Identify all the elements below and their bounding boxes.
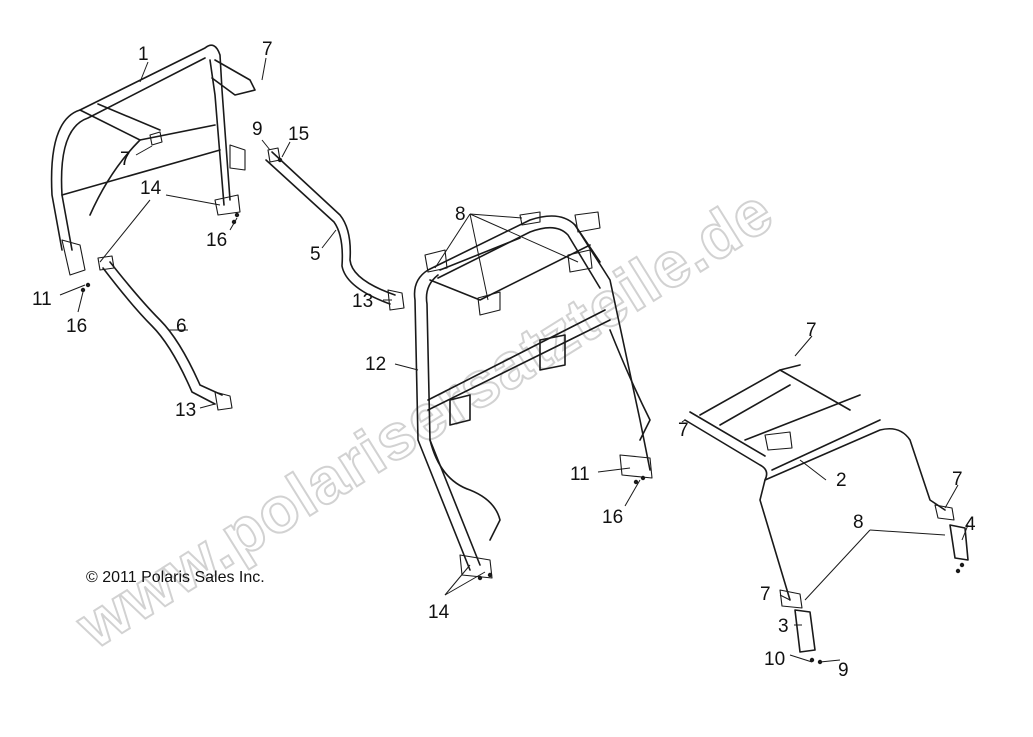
callout-3: 3 [778, 616, 789, 637]
callout-12: 12 [365, 354, 386, 375]
callout-7: 7 [952, 469, 963, 490]
callout-11: 11 [32, 289, 52, 310]
rear-cage-part-1 [50, 44, 256, 276]
callout-8: 8 [455, 204, 466, 225]
bar-part-5 [265, 147, 405, 311]
callout-7: 7 [678, 420, 689, 441]
callout-7: 7 [760, 584, 771, 605]
callout-4: 4 [965, 514, 976, 535]
callout-13: 13 [352, 291, 373, 312]
hardware-fasteners [80, 157, 965, 665]
callout-11: 11 [570, 464, 590, 485]
bracket-part-4 [949, 524, 969, 561]
callout-13: 13 [175, 400, 196, 421]
cage-section-part-2 [684, 364, 955, 609]
callout-7: 7 [806, 320, 817, 341]
callouts: 1 7 7 14 16 11 16 6 13 9 15 5 13 12 8 11… [32, 39, 976, 681]
callout-15: 15 [288, 124, 309, 145]
front-cage-part-12 [413, 211, 653, 579]
callout-7: 7 [262, 39, 273, 60]
callout-16: 16 [66, 316, 87, 337]
copyright-text: © 2011 Polaris Sales Inc. [86, 569, 265, 586]
watermark-text: www.polarisersatzteile.de [63, 174, 785, 662]
bar-part-6 [97, 255, 233, 411]
callout-5: 5 [310, 244, 321, 265]
callout-16: 16 [602, 507, 623, 528]
callout-7: 7 [120, 149, 131, 170]
callout-10: 10 [764, 649, 785, 670]
leader-lines [59, 57, 969, 663]
callout-6: 6 [176, 316, 187, 337]
callout-14: 14 [140, 178, 162, 199]
callout-2: 2 [836, 470, 847, 491]
callout-1: 1 [138, 44, 149, 65]
callout-9: 9 [838, 660, 849, 681]
callout-14: 14 [428, 602, 450, 623]
callout-16: 16 [206, 230, 227, 251]
bracket-part-3 [794, 609, 816, 653]
callout-8: 8 [853, 512, 864, 533]
callout-9: 9 [252, 119, 263, 140]
